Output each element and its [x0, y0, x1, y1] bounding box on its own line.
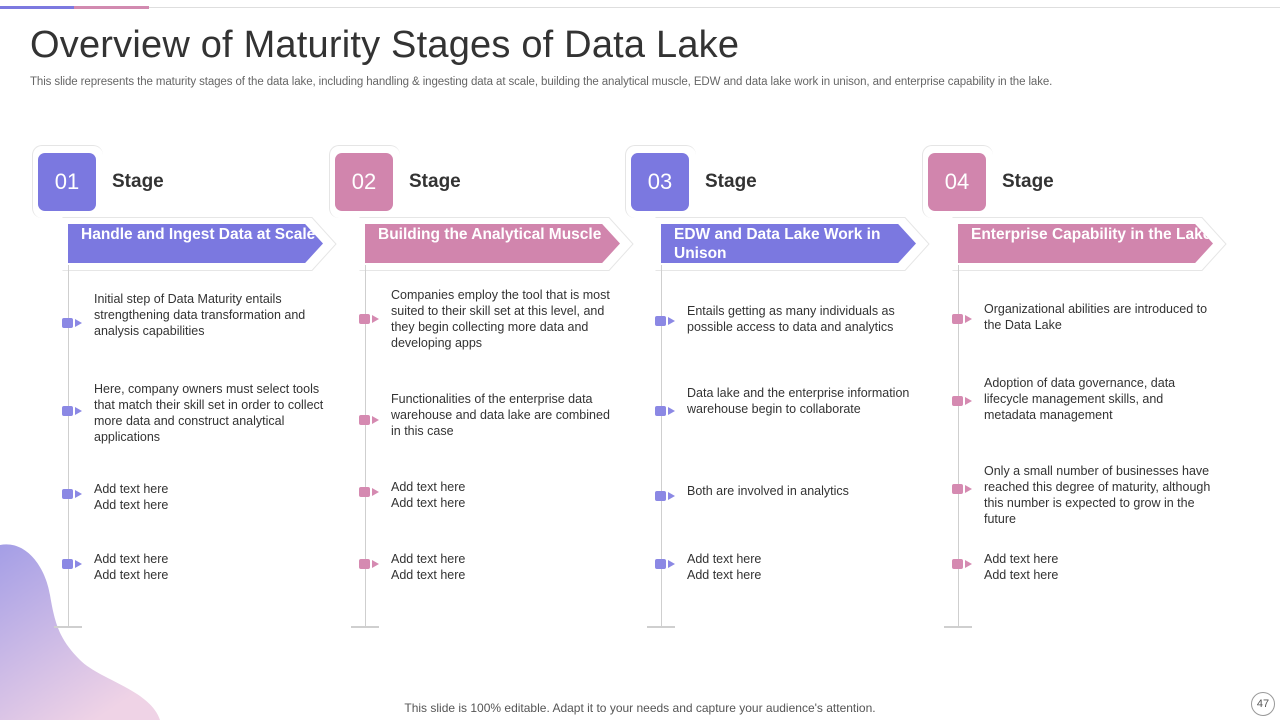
top-accent-pink: [74, 6, 149, 9]
bullet-marker: [655, 559, 666, 569]
page-number: 47: [1251, 692, 1275, 716]
bullet-marker: [62, 318, 73, 328]
heading-arrow-outline: [62, 217, 337, 271]
bullet-arrow-icon: [965, 485, 972, 493]
bullet-marker: [359, 559, 370, 569]
bullet-arrow-icon: [75, 319, 82, 327]
bullet-marker: [655, 316, 666, 326]
timeline-line: [365, 265, 366, 627]
bullet-marker: [359, 487, 370, 497]
bullet-arrow-icon: [75, 490, 82, 498]
page-subtitle: This slide represents the maturity stage…: [30, 76, 1053, 88]
bullet-arrow-icon: [965, 397, 972, 405]
bullet-arrow-icon: [965, 560, 972, 568]
bullet-marker: [655, 491, 666, 501]
timeline-line: [661, 265, 662, 627]
stage-number-badge: 02: [335, 153, 393, 211]
item-text: Organizational abilities are introduced …: [984, 302, 1208, 332]
page-title: Overview of Maturity Stages of Data Lake: [30, 24, 740, 66]
bullet-arrow-icon: [372, 560, 379, 568]
bullet-marker: [952, 396, 963, 406]
stage-badge-frame: [922, 145, 993, 218]
stage-heading: Enterprise Capability in the Lake: [958, 224, 1213, 263]
bullet-arrow-icon: [75, 560, 82, 568]
bullet-marker: [952, 314, 963, 324]
bullet-marker: [655, 406, 666, 416]
stage-badge-frame: [329, 145, 400, 218]
bullet-marker: [359, 314, 370, 324]
item-text: Companies employ the tool that is most s…: [391, 288, 610, 350]
bullet-arrow-icon: [668, 492, 675, 500]
stage-heading: Building the Analytical Muscle: [365, 224, 620, 263]
bullet-marker: [62, 559, 73, 569]
timeline-line: [958, 265, 959, 627]
heading-arrow-outline: [655, 217, 930, 271]
timeline-base: [944, 626, 972, 628]
item-text: Data lake and the enterprise information…: [687, 386, 910, 416]
bullet-arrow-icon: [668, 317, 675, 325]
timeline-line: [68, 265, 69, 627]
item-text: Only a small number of businesses have r…: [984, 464, 1211, 526]
top-rule: [0, 7, 1280, 8]
bullet-arrow-icon: [372, 416, 379, 424]
timeline-base: [351, 626, 379, 628]
bullet-arrow-icon: [965, 315, 972, 323]
stage-label: Stage: [112, 171, 164, 192]
footer-note: This slide is 100% editable. Adapt it to…: [404, 701, 876, 715]
heading-arrow-outline: [359, 217, 634, 271]
stage-label: Stage: [409, 171, 461, 192]
top-accent-purple: [0, 6, 74, 9]
bullet-arrow-icon: [372, 315, 379, 323]
bullet-marker: [952, 559, 963, 569]
decorative-blob: [0, 544, 160, 720]
item-text: Here, company owners must select tools t…: [94, 382, 324, 444]
item-text: Initial step of Data Maturity entails st…: [94, 292, 306, 338]
bullet-arrow-icon: [668, 407, 675, 415]
stage-heading: Handle and Ingest Data at Scale: [68, 224, 323, 263]
stage-number-badge: 03: [631, 153, 689, 211]
stage-number-badge: 01: [38, 153, 96, 211]
stage-label: Stage: [1002, 171, 1054, 192]
item-text: Both are involved in analytics: [687, 484, 849, 498]
bullet-marker: [359, 415, 370, 425]
bullet-arrow-icon: [668, 560, 675, 568]
bullet-marker: [62, 406, 73, 416]
bullet-marker: [62, 489, 73, 499]
stage-heading: EDW and Data Lake Work in Unison: [661, 224, 916, 263]
stage-number-badge: 04: [928, 153, 986, 211]
bullet-arrow-icon: [75, 407, 82, 415]
item-text: Adoption of data governance, data lifecy…: [984, 376, 1176, 422]
bullet-marker: [952, 484, 963, 494]
timeline-base: [647, 626, 675, 628]
stage-badge-frame: [32, 145, 103, 218]
item-text: Functionalities of the enterprise data w…: [391, 392, 610, 438]
timeline-base: [54, 626, 82, 628]
item-text: Entails getting as many individuals as p…: [687, 304, 895, 334]
bullet-arrow-icon: [372, 488, 379, 496]
heading-arrow-outline: [952, 217, 1227, 271]
stage-label: Stage: [705, 171, 757, 192]
stage-badge-frame: [625, 145, 696, 218]
